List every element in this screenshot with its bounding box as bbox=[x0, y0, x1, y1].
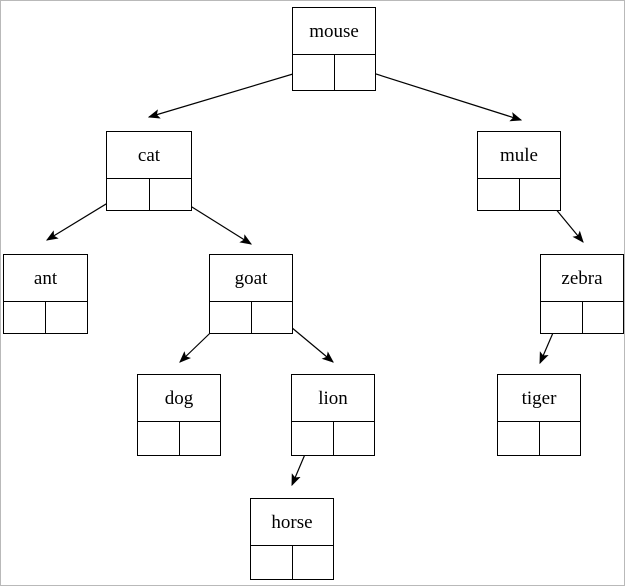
tree-node-label: lion bbox=[318, 387, 348, 409]
right-pointer-cell-horse[interactable] bbox=[293, 546, 334, 579]
tree-node-pointer-row bbox=[541, 301, 623, 333]
tree-node-lion[interactable]: lion bbox=[291, 374, 375, 456]
tree-node-pointer-row bbox=[498, 421, 580, 455]
tree-node-pointer-row bbox=[292, 421, 374, 455]
tree-node-goat[interactable]: goat bbox=[209, 254, 293, 334]
left-pointer-cell-zebra[interactable] bbox=[541, 302, 583, 333]
left-pointer-cell-mule[interactable] bbox=[478, 179, 520, 210]
right-pointer-cell-goat[interactable] bbox=[252, 302, 293, 333]
left-pointer-cell-goat[interactable] bbox=[210, 302, 252, 333]
tree-node-horse[interactable]: horse bbox=[250, 498, 334, 580]
edge-mouse-right-mule bbox=[353, 66, 523, 122]
left-pointer-cell-dog[interactable] bbox=[138, 422, 180, 455]
tree-node-label: mouse bbox=[309, 20, 359, 42]
tree-node-pointer-row bbox=[478, 178, 560, 210]
tree-node-label: zebra bbox=[561, 267, 603, 289]
tree-node-dog[interactable]: dog bbox=[137, 374, 221, 456]
tree-node-mouse[interactable]: mouse bbox=[292, 7, 376, 91]
tree-node-label: horse bbox=[271, 511, 313, 533]
left-pointer-cell-horse[interactable] bbox=[251, 546, 293, 579]
tree-node-cat[interactable]: cat bbox=[106, 131, 192, 211]
left-pointer-cell-tiger[interactable] bbox=[498, 422, 540, 455]
tree-node-pointer-row bbox=[107, 178, 191, 210]
right-pointer-cell-dog[interactable] bbox=[180, 422, 221, 455]
left-pointer-cell-cat[interactable] bbox=[107, 179, 150, 210]
tree-node-pointer-row bbox=[4, 301, 87, 333]
right-pointer-cell-mouse[interactable] bbox=[335, 55, 376, 90]
tree-node-tiger[interactable]: tiger bbox=[497, 374, 581, 456]
right-pointer-cell-cat[interactable] bbox=[150, 179, 192, 210]
tree-node-pointer-row bbox=[251, 545, 333, 579]
tree-node-pointer-row bbox=[210, 301, 292, 333]
tree-node-pointer-row bbox=[138, 421, 220, 455]
tree-node-label: cat bbox=[137, 144, 161, 166]
left-pointer-cell-mouse[interactable] bbox=[293, 55, 335, 90]
tree-node-label: ant bbox=[33, 267, 58, 289]
right-pointer-cell-mule[interactable] bbox=[520, 179, 561, 210]
left-pointer-cell-lion[interactable] bbox=[292, 422, 334, 455]
tree-node-zebra[interactable]: zebra bbox=[540, 254, 624, 334]
tree-node-label: mule bbox=[500, 144, 538, 166]
left-pointer-cell-ant[interactable] bbox=[4, 302, 46, 333]
tree-node-pointer-row bbox=[293, 54, 375, 90]
right-pointer-cell-tiger[interactable] bbox=[540, 422, 581, 455]
tree-node-label: dog bbox=[164, 387, 194, 409]
right-pointer-cell-ant[interactable] bbox=[46, 302, 87, 333]
tree-node-label: tiger bbox=[521, 387, 557, 409]
right-pointer-cell-lion[interactable] bbox=[334, 422, 375, 455]
tree-node-ant[interactable]: ant bbox=[3, 254, 88, 334]
tree-node-label: goat bbox=[234, 267, 268, 289]
tree-node-mule[interactable]: mule bbox=[477, 131, 561, 211]
edge-mouse-left-cat bbox=[147, 67, 314, 119]
right-pointer-cell-zebra[interactable] bbox=[583, 302, 624, 333]
